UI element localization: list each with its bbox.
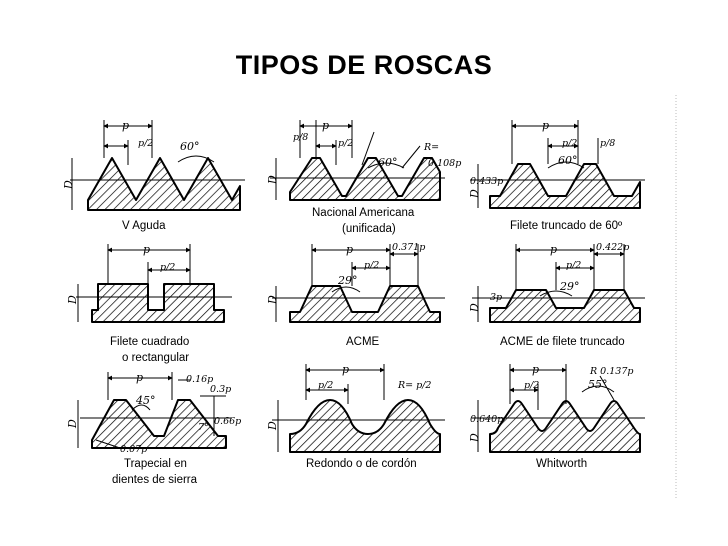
v-aguda-profile xyxy=(87,157,241,211)
whitworth-caption: Whitworth xyxy=(536,458,587,470)
whitworth-depth: D xyxy=(468,433,481,443)
nacional-half-p: p/2 xyxy=(338,138,353,149)
trapecial-depth-val: 0.66p xyxy=(214,416,241,427)
v-aguda-angle: 60° xyxy=(180,140,200,153)
acme-profile xyxy=(289,285,441,323)
trapecial-small-angle: 7° xyxy=(198,422,209,433)
acme-truncado-depth-val: 3p xyxy=(490,292,502,303)
nacional-depth: D xyxy=(266,175,279,185)
page-title: TIPOS DE ROSCAS xyxy=(235,50,493,80)
panel-filete-truncado: p p/2 p/8 60° 0.433p D Filete truncado d… xyxy=(468,119,645,232)
panel-filete-cuadrado: p p/2 D Filete cuadrado o rectangular xyxy=(66,243,232,364)
cuadrado-caption-2: o rectangular xyxy=(122,352,189,364)
trapecial-top: 0.16p xyxy=(186,374,213,385)
acme-caption: ACME xyxy=(346,336,380,348)
trapecial-caption-2: dientes de sierra xyxy=(112,474,198,486)
nacional-r-val: 0.108p xyxy=(428,158,461,169)
acme-truncado-half-p: p/2 xyxy=(566,260,581,271)
whitworth-half-p: p/2 xyxy=(524,380,539,391)
truncado-angle: 60° xyxy=(558,154,578,167)
whitworth-depth-val: 0.640p xyxy=(470,414,503,425)
truncado-p8: p/8 xyxy=(600,138,615,149)
trapecial-caption-1: Trapecial en xyxy=(124,458,187,470)
acme-truncado-caption: ACME de filete truncado xyxy=(500,336,625,348)
cuadrado-profile xyxy=(91,283,225,323)
panel-v-aguda: p p/2 60° D V Aguda xyxy=(62,119,245,232)
nacional-profile xyxy=(289,157,441,201)
nacional-p: p xyxy=(322,119,329,132)
panel-acme-truncado: p p/2 0.422p 29° 3p D ACME de filete tru… xyxy=(468,242,645,348)
redondo-r: R= p/2 xyxy=(397,380,431,391)
panel-nacional-americana: p p/8 p/2 60° R= 0.108p D Nacional Ameri… xyxy=(266,119,461,235)
redondo-depth: D xyxy=(266,421,279,431)
acme-truncado-depth: D xyxy=(468,303,481,313)
whitworth-angle: 55° xyxy=(588,378,608,391)
trapecial-side: 0.3p xyxy=(210,384,231,395)
panel-trapecial: p 0.16p 0.3p 45° 7° 0.66p 0.07p D Trapec… xyxy=(66,371,241,486)
trapecial-bottom: 0.07p xyxy=(120,444,147,455)
acme-truncado-profile xyxy=(489,289,641,323)
truncado-caption: Filete truncado de 60º xyxy=(510,220,623,232)
whitworth-profile xyxy=(489,400,641,453)
truncado-depth: D xyxy=(468,189,481,199)
trapecial-angle: 45° xyxy=(135,394,156,407)
panel-whitworth: p p/2 R 0.137p 55° 0.640p D Whitworth xyxy=(468,363,645,470)
truncado-half-p: p/2 xyxy=(562,138,577,149)
v-aguda-half-p: p/2 xyxy=(138,138,153,149)
trapecial-depth: D xyxy=(66,419,79,429)
redondo-half-p: p/2 xyxy=(318,380,333,391)
v-aguda-p: p xyxy=(122,119,129,132)
redondo-caption: Redondo o de cordón xyxy=(306,458,417,470)
acme-truncado-p: p xyxy=(550,243,557,256)
acme-p: p xyxy=(346,243,353,256)
acme-angle: 29° xyxy=(337,274,358,287)
nacional-p8: p/8 xyxy=(293,132,308,143)
cuadrado-half-p: p/2 xyxy=(160,262,175,273)
truncado-profile xyxy=(489,163,641,209)
acme-top: 0.371p xyxy=(392,242,425,253)
panel-acme: p p/2 0.371p 29° D ACME xyxy=(266,242,445,348)
v-aguda-depth: D xyxy=(62,180,75,190)
acme-truncado-angle: 29° xyxy=(559,280,580,293)
whitworth-r: R 0.137p xyxy=(589,366,633,377)
cuadrado-p: p xyxy=(143,243,150,256)
truncado-depth-val: 0.433p xyxy=(470,176,503,187)
acme-half-p: p/2 xyxy=(364,260,379,271)
nacional-caption-1: Nacional Americana xyxy=(312,207,415,219)
trapecial-p: p xyxy=(136,371,143,384)
cuadrado-depth: D xyxy=(66,295,79,305)
truncado-p: p xyxy=(542,119,549,132)
nacional-r: R= xyxy=(423,142,439,153)
whitworth-p: p xyxy=(532,363,539,376)
v-aguda-caption: V Aguda xyxy=(122,220,166,232)
nacional-caption-2: (unificada) xyxy=(342,223,396,235)
redondo-profile xyxy=(289,399,441,453)
panel-redondo: p p/2 R= p/2 D Redondo o de cordón xyxy=(266,363,445,470)
cuadrado-caption-1: Filete cuadrado xyxy=(110,336,189,348)
acme-depth: D xyxy=(266,295,279,305)
nacional-angle: 60° xyxy=(378,156,398,169)
acme-truncado-top: 0.422p xyxy=(596,242,629,253)
redondo-p: p xyxy=(342,363,349,376)
